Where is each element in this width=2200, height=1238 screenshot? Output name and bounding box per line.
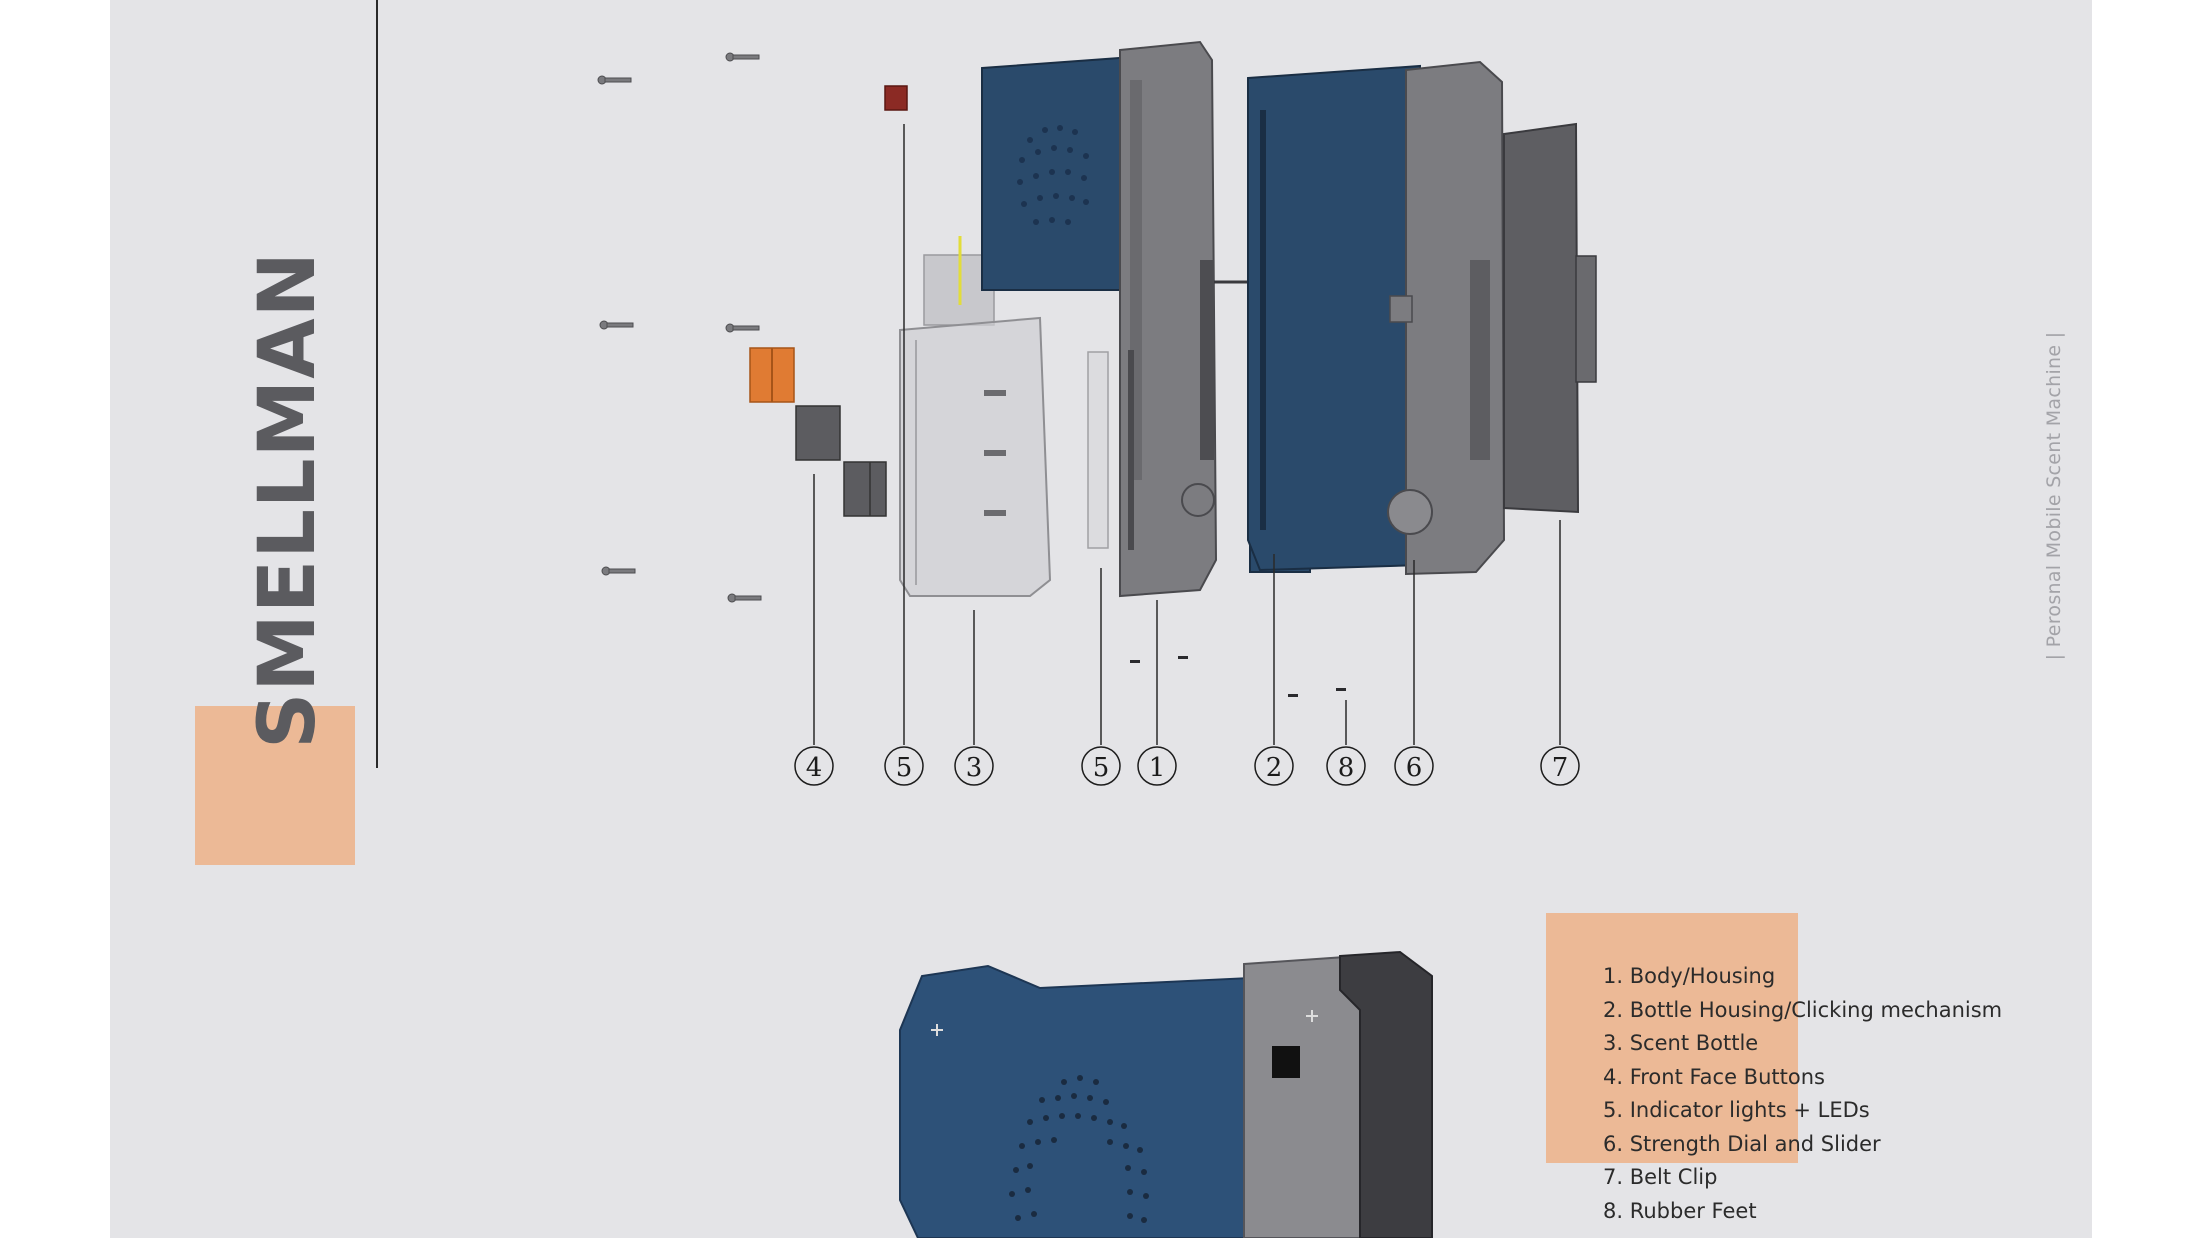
exploded-view-diagram: 4 5 3 5 1 2 8 6 7 [597,40,1597,786]
legend-accent-block [1546,913,1798,1163]
callout-number: 3 [966,753,983,783]
speaker-grille [1009,1075,1149,1223]
grey-button-small [843,461,887,517]
legend-item: 6. Strength Dial and Slider [1603,1131,1881,1156]
brand-accent-block [195,706,355,865]
front-housing [1247,60,1506,576]
assembled-product-render [899,950,1433,1238]
callout-marker: 8 [1326,746,1366,786]
screw [599,320,634,330]
callout-number: 1 [1149,753,1166,783]
callout-markers: 4 5 3 5 1 2 8 6 7 [794,746,1580,786]
legend-item: 2. Bottle Housing/Clicking mechanism [1603,997,2003,1022]
callout-marker: 6 [1394,746,1434,786]
screws [597,52,762,603]
brand-divider-line [376,0,378,768]
screw [601,566,636,576]
led-light-bar [1087,351,1109,549]
screw-head [1306,1010,1318,1022]
body-housing [981,40,1218,598]
callout-number: 2 [1266,753,1283,783]
grey-button [795,405,841,461]
callout-marker: 2 [1254,746,1294,786]
callout-number: 5 [896,753,913,783]
slide: SMELLMAN | Perosnal Mobile Scent Machine… [110,0,2092,1238]
belt-clip [1503,122,1597,514]
legend-item: 5. Indicator lights + LEDs [1603,1098,1870,1122]
indicator-led [884,85,908,111]
callout-leaders [813,124,1561,745]
rubber-feet [1130,656,1346,697]
callout-number: 7 [1552,753,1569,783]
component-legend: 1. Body/Housing 2. Bottle Housing/Clicki… [1603,960,2002,1228]
screw [725,52,760,62]
callout-marker: 4 [794,746,834,786]
front-face-buttons [749,347,887,517]
callout-number: 8 [1338,753,1355,783]
callout-marker: 3 [954,746,994,786]
callout-number: 5 [1093,753,1110,783]
screw [725,323,760,333]
screw [597,75,632,85]
callout-number: 4 [806,753,823,783]
callout-marker: 5 [1081,746,1121,786]
screw [727,593,762,603]
screw-head [931,1024,943,1036]
legend-item: 8. Rubber Feet [1603,1198,1757,1223]
legend-item: 1. Body/Housing [1603,964,1776,988]
callout-marker: 7 [1540,746,1580,786]
legend-item: 7. Belt Clip [1603,1165,1718,1189]
callout-number: 6 [1406,753,1423,783]
legend-item: 3. Scent Bottle [1603,1031,1759,1055]
callout-marker: 1 [1137,746,1177,786]
callout-marker: 5 [884,746,924,786]
scent-bottle [899,236,1052,597]
legend-item: 4. Front Face Buttons [1603,1064,1825,1089]
